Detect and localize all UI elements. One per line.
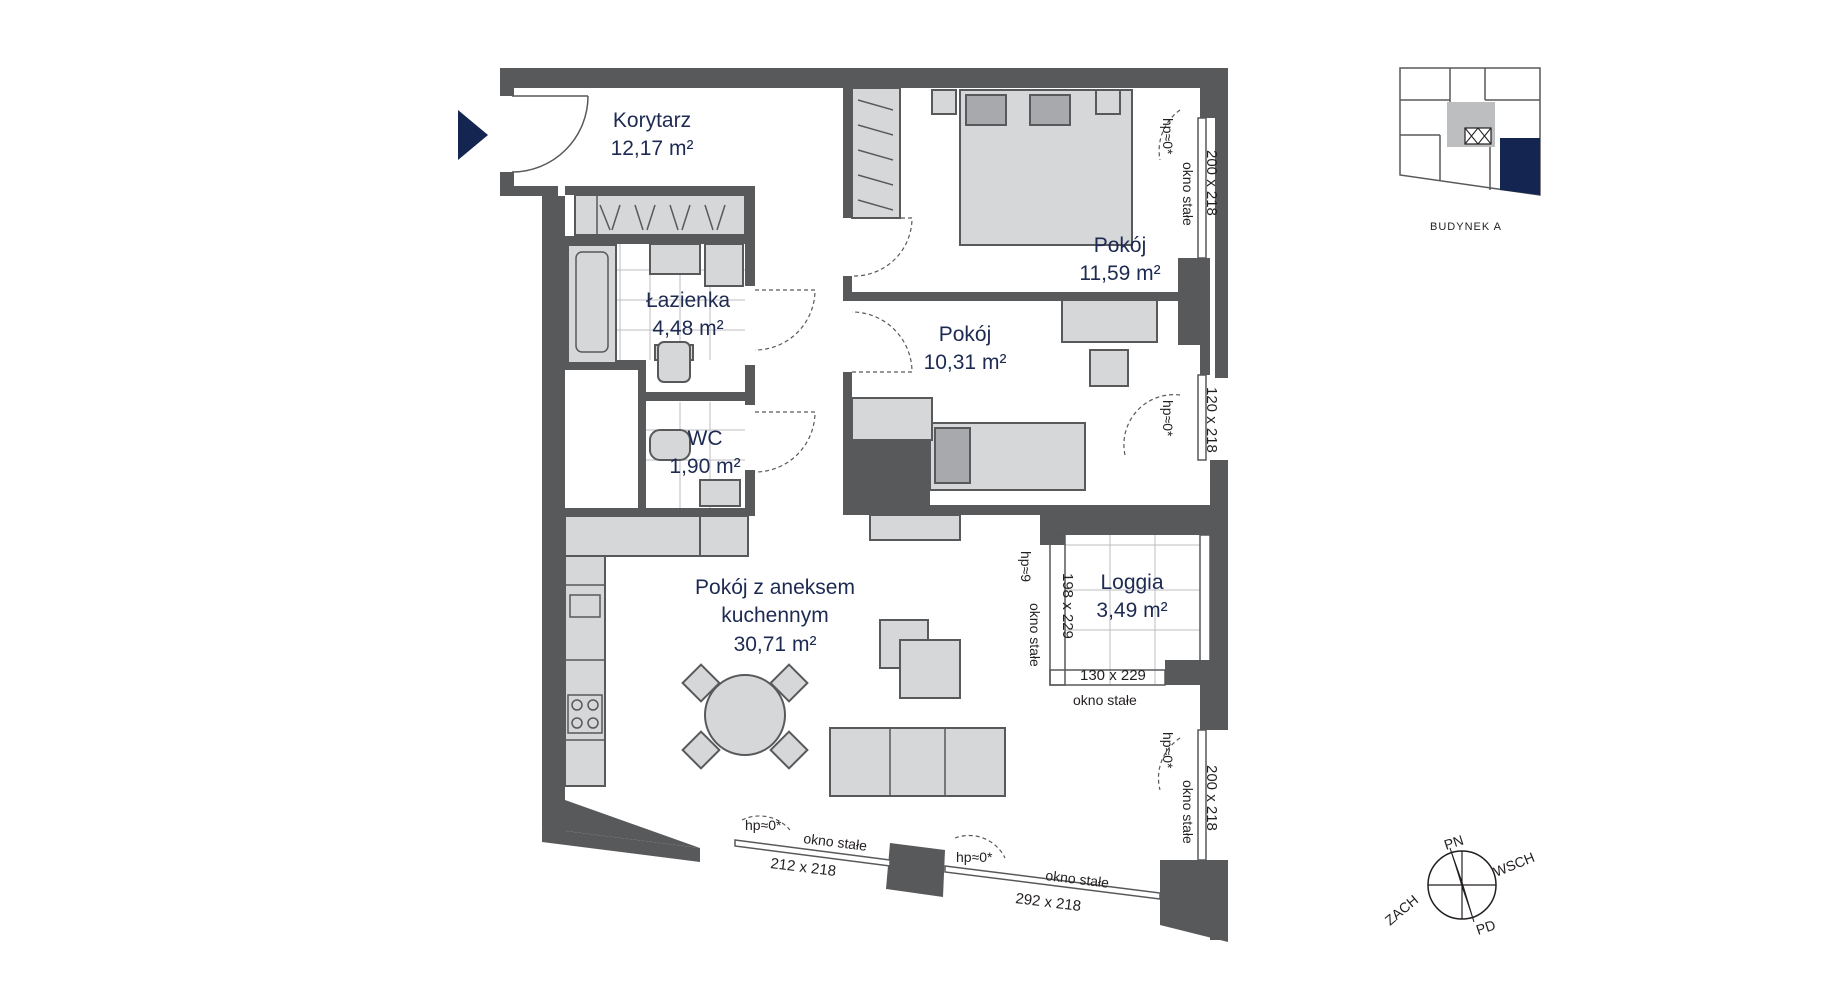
entrance-arrow-icon [458,110,488,160]
salon-name-1: Pokój z aneksem [695,576,855,599]
bedroom-2 [851,299,1181,491]
bathroom [567,243,816,383]
korytarz-area: 12,17 m² [611,137,694,160]
room2-wardrobe [851,397,933,441]
loggia-area: 3,49 m² [1096,599,1167,622]
desk [1061,299,1158,343]
w6-type: okno stałe [803,830,869,854]
wc-area: 1,90 m² [669,455,740,478]
sink-icon [569,594,601,618]
w2-hp: hp≈0* [1160,400,1176,437]
sofa [829,727,1006,797]
windows [734,117,1207,900]
loggia-name: Loggia [1100,571,1163,594]
w6-hp: hp≈0* [745,817,782,833]
wc-toilet [649,429,691,461]
key-plan: BUDYNEK A [1399,67,1541,233]
wc-washbasin [699,479,741,507]
w1-hp: hp≈0* [1160,118,1176,155]
w6-size: 212 x 218 [770,855,837,880]
lazienka-area: 4,48 m² [652,317,723,340]
w3-size: 198 x 229 [1059,573,1076,639]
w5-hp: hp≈0* [1160,732,1176,769]
dining-table [704,674,786,756]
pokoj2-area: 10,31 m² [924,351,1007,374]
pokoj1-name: Pokój [1094,234,1147,257]
w4-size: 130 x 229 [1080,667,1146,684]
nightstand-left [931,89,957,115]
bedroom-1 [851,87,1181,277]
compass-n: PN [1442,832,1465,853]
w2-size: 120 x 218 [1203,387,1220,453]
washbasin [649,243,701,275]
w1-size: 200 x 218 [1203,150,1220,216]
highlighted-unit [1500,138,1540,195]
cooktop-icon [567,694,603,734]
w5-size: 200 x 218 [1203,765,1220,831]
pokoj2-name: Pokój [939,323,992,346]
tv-stand [869,514,961,541]
wc-name: WC [688,427,723,450]
bedroom-wardrobe [851,87,901,219]
kitchen-counter-top [564,515,706,557]
w4-type: okno stałe [1073,692,1137,708]
kitchen-counter [564,555,606,787]
compass-w: ZACH [1382,892,1421,929]
bathtub [567,244,617,364]
salon-area: 30,71 m² [734,633,817,656]
corridor-wardrobe [574,194,746,236]
entrance-door[interactable] [511,95,589,173]
compass: PN PD WSCH ZACH [1382,832,1537,938]
living-room [564,515,1181,859]
lazienka-name: Łazienka [646,289,730,312]
nightstand-right [1095,89,1121,115]
w7-hp: hp≈0* [956,849,993,865]
w3-type: okno stałe [1027,603,1043,667]
compass-e: WSCH [1491,849,1537,880]
loggia [1049,534,1211,686]
w7-type: okno stałe [1045,867,1111,891]
w3-hp: hp≈9 [1018,551,1034,582]
wc-room [646,402,816,508]
w5-type: okno stałe [1180,780,1196,844]
chair [1089,349,1129,387]
pokoj1-area: 11,59 m² [1079,262,1160,285]
building-label: BUDYNEK A [1430,221,1502,233]
korytarz-name: Korytarz [613,109,691,132]
salon-name-2: kuchennym [721,604,828,627]
compass-s: PD [1474,917,1497,938]
w1-type: okno stałe [1180,162,1196,226]
walls [500,68,1228,942]
w7-size: 292 x 218 [1015,890,1082,915]
